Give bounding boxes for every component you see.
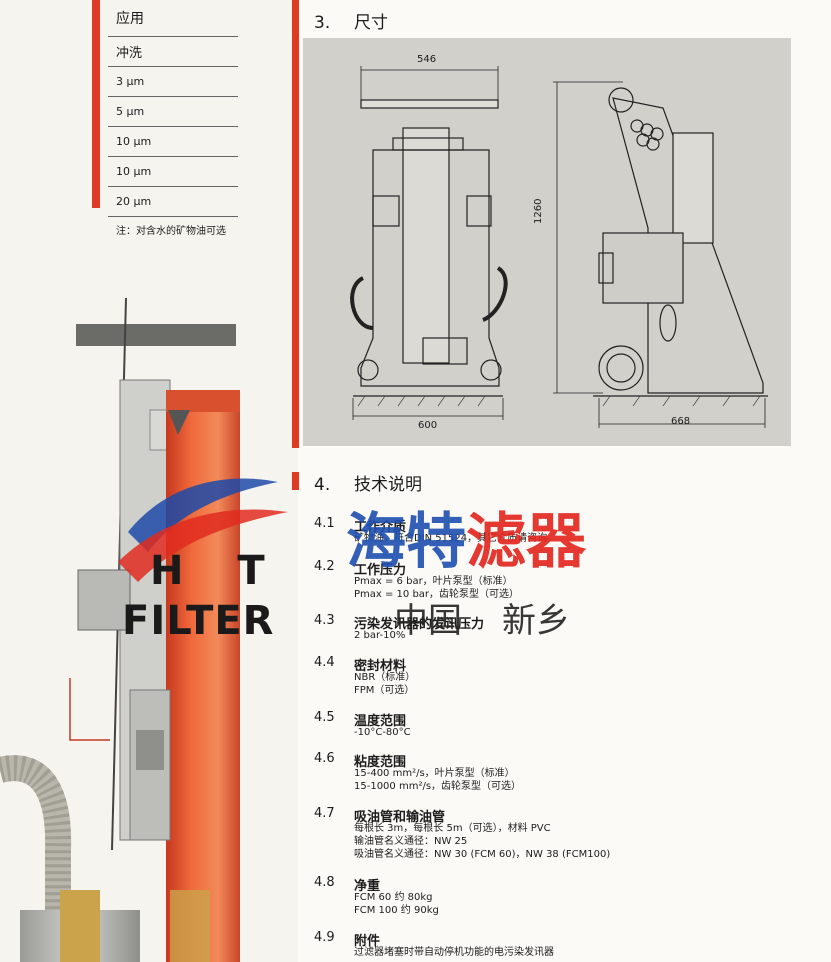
dimension-1260: 1260 (533, 198, 544, 224)
spec-number: 4.7 (314, 806, 335, 821)
table-row: 10 μm (108, 157, 238, 187)
section4-title: 技术说明 (354, 475, 422, 495)
machine-illustration (0, 297, 240, 962)
section4-heading: 4. 技术说明 (314, 470, 422, 495)
spec-title: 净重 (354, 879, 381, 894)
spec-number: 4.3 (314, 613, 335, 628)
spec-item: 4.4 密封材料 NBR（标准） FPM（可选） (314, 655, 784, 701)
spec-item: 4.6 粘度范围 15-400 mm²/s，叶片泵型（标准） 15-1000 m… (314, 751, 784, 797)
spec-title: 吸油管和输油管 (354, 810, 446, 825)
spec-line: 矿物油，符合DIN 51524，其它介质请咨询。 (354, 533, 558, 544)
dimension-546: 546 (417, 54, 437, 65)
spec-title: 附件 (354, 934, 381, 949)
spec-line: 2 bar-10% (354, 630, 406, 641)
table-row: 20 μm (108, 187, 238, 217)
watermark-sub-b: 新乡 (502, 601, 570, 641)
vertical-divider (292, 0, 299, 448)
spec-line: FCM 60 约 80kg (354, 892, 433, 903)
spec-number: 4.5 (314, 710, 335, 725)
spec-line: 15-400 mm²/s，叶片泵型（标准） (354, 768, 515, 779)
spec-title: 粘度范围 (354, 755, 407, 770)
spec-title: 工作介质 (354, 520, 407, 535)
spec-item: 4.2 工作压力 Pmax = 6 bar，叶片泵型（标准） Pmax = 10… (314, 559, 784, 605)
table-row-wash: 冲洗 (108, 37, 238, 67)
spec-item: 4.9 附件 过滤器堵塞时带自动停机功能的电污染发讯器 (314, 930, 784, 962)
watermark-subtitle: 中国新乡 (394, 593, 570, 642)
table-row: 10 μm (108, 127, 238, 157)
spec-item: 4.8 净重 FCM 60 约 80kg FCM 100 约 90kg (314, 875, 784, 921)
spec-number: 4.1 (314, 516, 335, 531)
spec-number: 4.6 (314, 751, 335, 766)
spec-line: NBR（标准） (354, 672, 416, 683)
watermark-sub-a: 中国 (394, 601, 462, 641)
dimension-668: 668 (671, 416, 691, 427)
spec-number: 4.4 (314, 655, 335, 670)
spec-item: 4.1 工作介质 矿物油，符合DIN 51524，其它介质请咨询。 (314, 516, 784, 556)
spec-line: Pmax = 6 bar，叶片泵型（标准） (354, 576, 513, 587)
spec-title: 温度范围 (354, 714, 407, 729)
spec-line: 过滤器堵塞时带自动停机功能的电污染发讯器 (354, 947, 554, 958)
spec-line: -10°C-80°C (354, 727, 411, 738)
spec-line: 输油管名义通径：NW 25 (354, 836, 468, 847)
dimension-drawing: 546 600 1260 668 (303, 38, 791, 446)
spec-line: FCM 100 约 90kg (354, 905, 439, 916)
left-red-accent (92, 0, 100, 208)
spec-line: 吸油管名义通径：NW 30 (FCM 60)，NW 38 (FCM100) (354, 849, 611, 860)
watermark-title: 海特滤器 (346, 493, 586, 580)
spec-item: 4.7 吸油管和输油管 每根长 3m，每根长 5m（可选），材料 PVC 输油管… (314, 806, 784, 866)
table-row: 5 μm (108, 97, 238, 127)
section3-heading: 3. 尺寸 (314, 8, 388, 33)
watermark-title-blue: 海特 (346, 507, 466, 577)
spec-number: 4.2 (314, 559, 335, 574)
spec-line: FPM（可选） (354, 685, 415, 696)
spec-line: Pmax = 10 bar，齿轮泵型（可选） (354, 589, 520, 600)
spec-title: 污染发讯器的发讯压力 (354, 617, 485, 632)
watermark-title-red: 滤器 (466, 507, 586, 577)
application-table: 应用 冲洗 3 μm 5 μm 10 μm 10 μm 20 μm (108, 0, 238, 217)
spec-title: 工作压力 (354, 563, 407, 578)
logo-ht-text: H T (150, 548, 285, 594)
spec-number: 4.9 (314, 930, 335, 945)
table-note: 注：对含水的矿物油可选 (116, 226, 226, 237)
technical-drawing (350, 66, 768, 428)
section4-red-marker (292, 472, 299, 490)
spec-line: 每根长 3m，每根长 5m（可选），材料 PVC (354, 823, 551, 834)
logo-filter-text: FILTER (122, 598, 275, 644)
table-header: 应用 (108, 0, 238, 37)
spec-line: 15-1000 mm²/s，齿轮泵型（可选） (354, 781, 522, 792)
spec-item: 4.5 温度范围 -10°C-80°C (314, 710, 784, 746)
spec-number: 4.8 (314, 875, 335, 890)
dimension-600: 600 (418, 420, 438, 431)
section3-number: 3. (314, 13, 331, 33)
spec-title: 密封材料 (354, 659, 407, 674)
ht-filter-logo-mark (118, 478, 288, 582)
section4-number: 4. (314, 475, 331, 495)
spec-item: 4.3 污染发讯器的发讯压力 2 bar-10% (314, 613, 784, 649)
section3-title: 尺寸 (354, 13, 388, 33)
table-row: 3 μm (108, 67, 238, 97)
